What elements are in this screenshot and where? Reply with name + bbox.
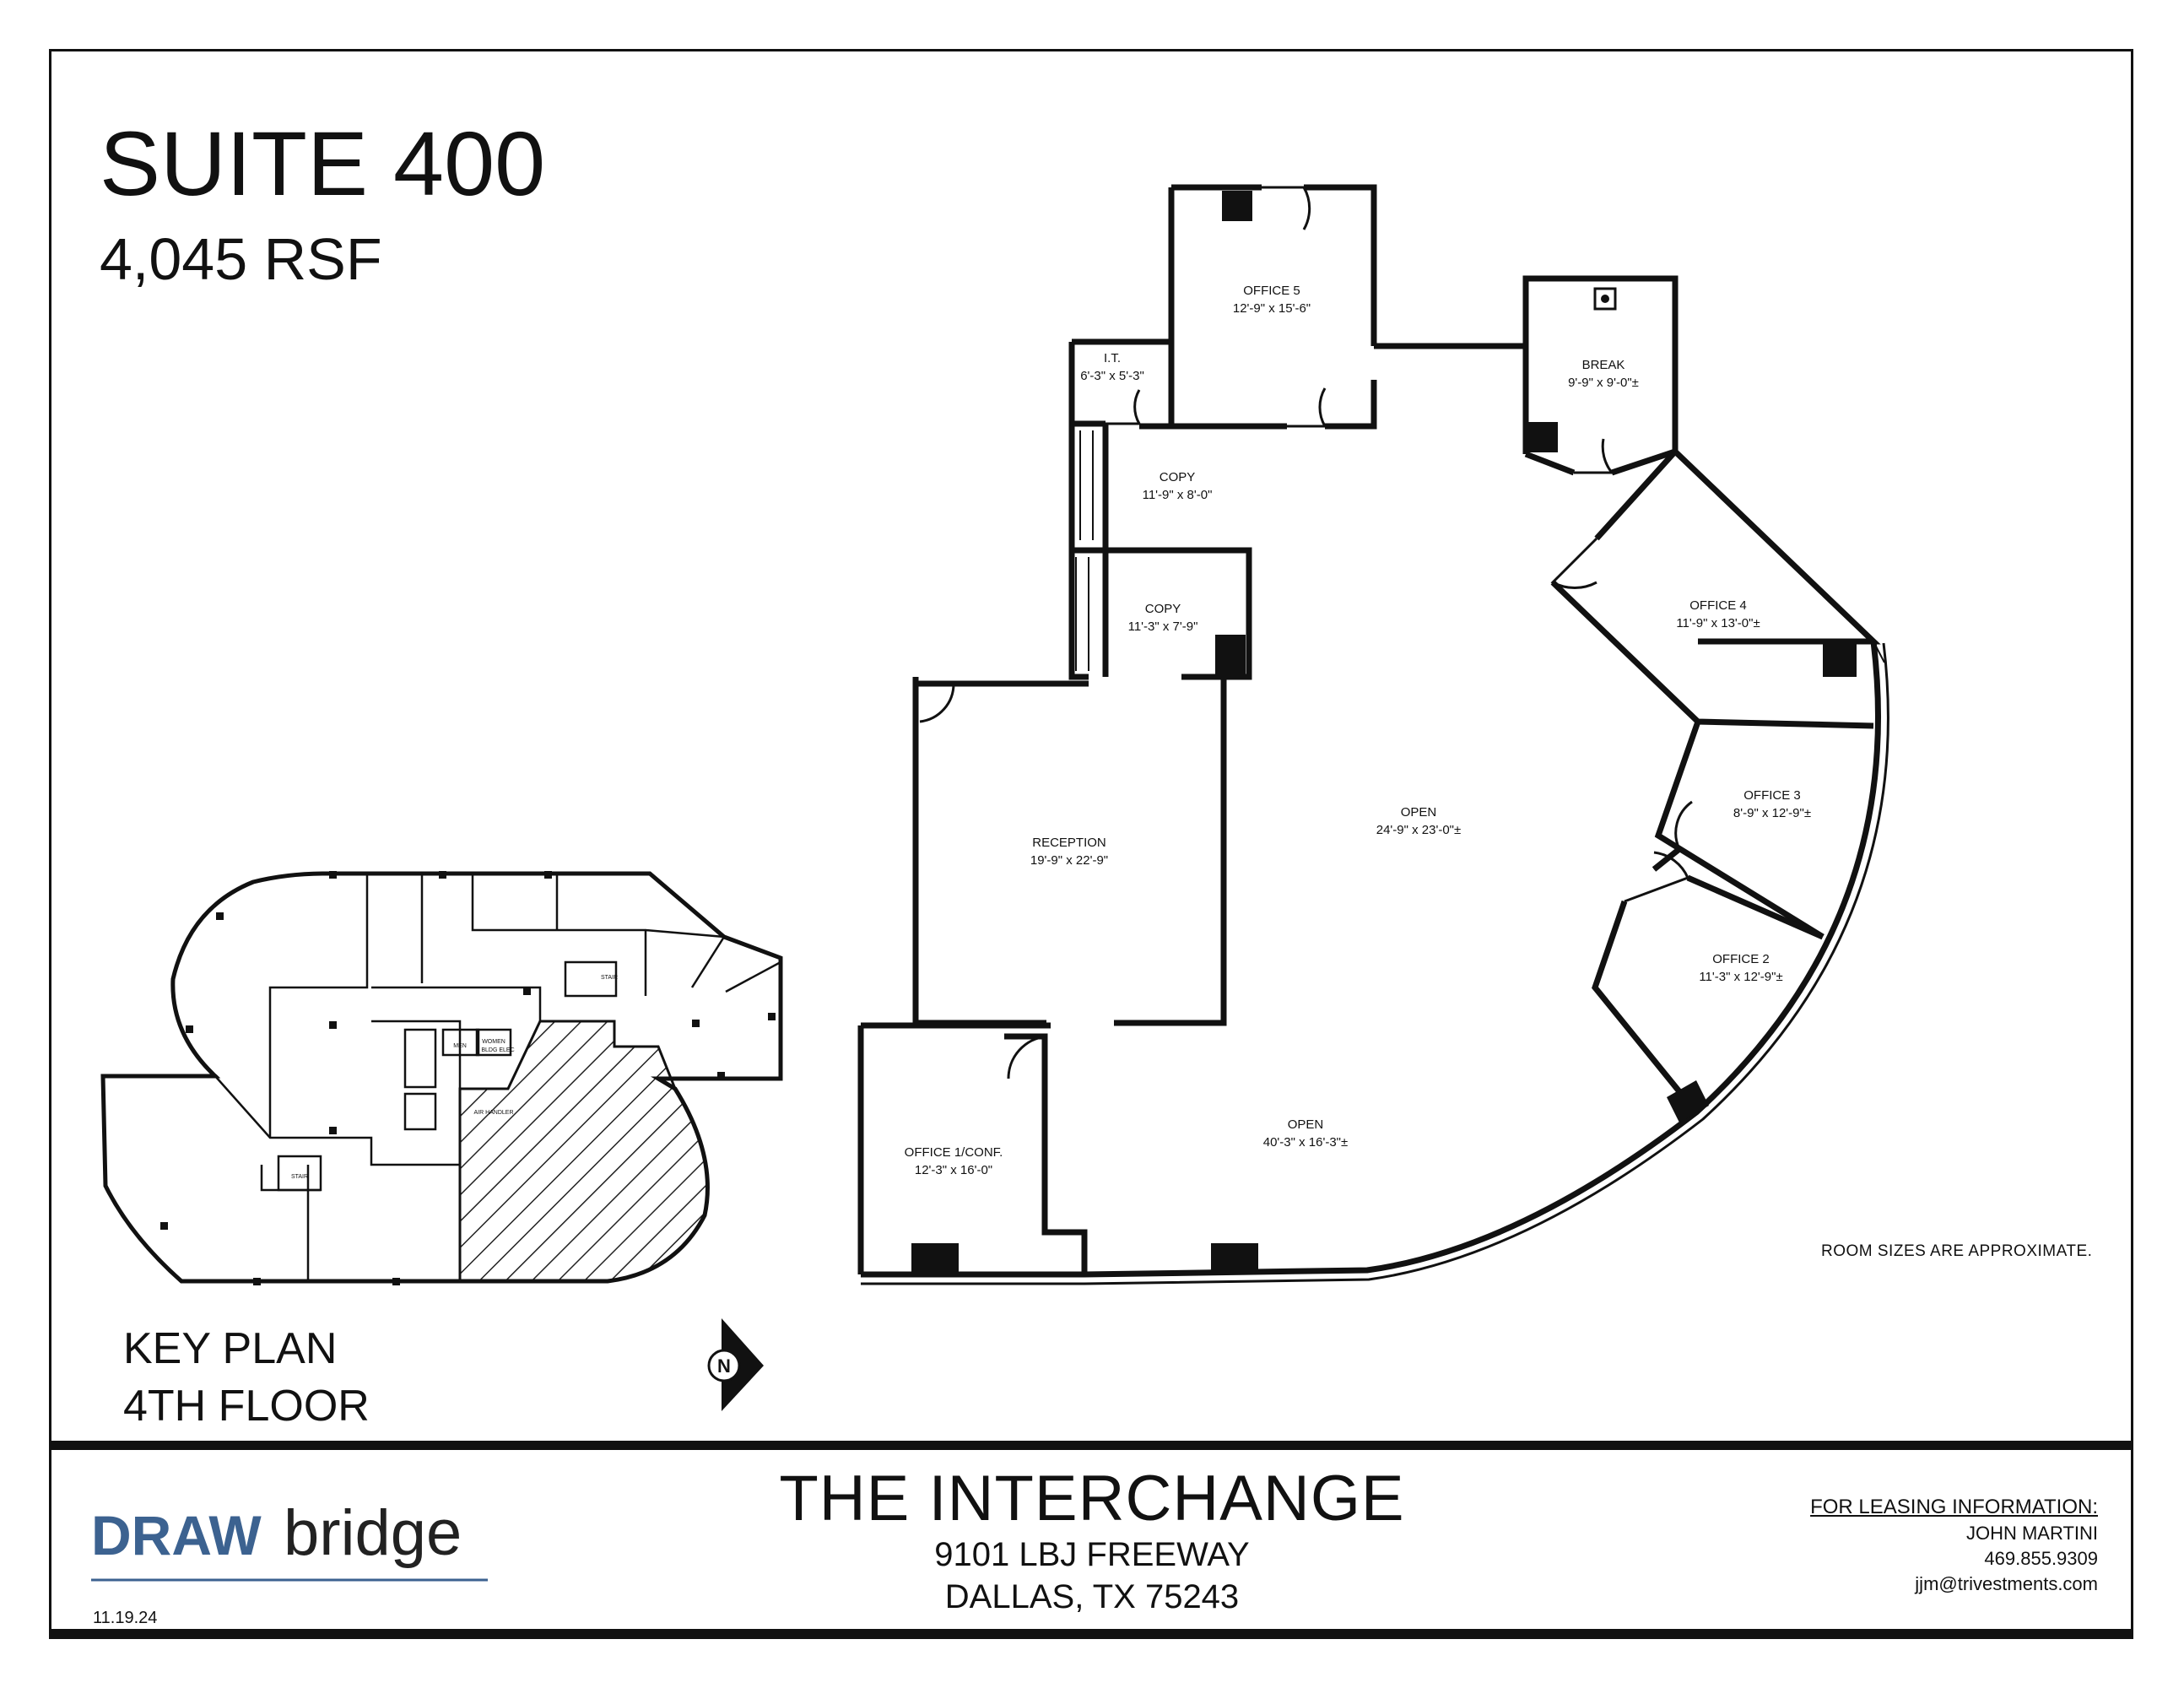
room-size: 12'-9" x 15'-6" [1233,301,1311,316]
suite-title: SUITE 400 [100,112,546,214]
north-arrow-icon: N [707,1318,764,1411]
room-name: OFFICE 3 [1743,788,1801,803]
room-name: BREAK [1582,358,1625,372]
room-name: OFFICE 1/CONF. [905,1145,1003,1160]
key-plan-labels: STAIR STAIR MEN WOMEN BLDG ELEC AIR HAND… [291,975,618,1180]
key-plan-rooms [214,874,781,1281]
room-name: OFFICE 4 [1689,598,1747,613]
building-city: DALLAS, TX 75243 [944,1578,1240,1615]
room-name: OPEN [1401,805,1437,820]
plan-walls [857,184,1881,1274]
key-plan-floor: 4TH FLOOR [123,1382,370,1431]
leasing-contact: JOHN MARTINI [1965,1523,2098,1544]
room-name: RECEPTION [1032,836,1106,850]
air-handler-label: AIR HANDLER [473,1110,513,1116]
men-label: MEN [453,1043,467,1049]
columns [911,191,1857,1274]
leasing-phone[interactable]: 469.855.9309 [1984,1548,2098,1569]
women-label: WOMEN [482,1039,505,1045]
building-name: THE INTERCHANGE [779,1463,1405,1534]
room-name: I.T. [1104,351,1121,365]
key-plan-title: KEY PLAN [123,1324,338,1373]
room-size: 19'-9" x 22'-9" [1030,853,1108,868]
plan-date: 11.19.24 [93,1609,158,1627]
room-size: 11'-3" x 12'-9"± [1699,970,1782,984]
room-size: 12'-3" x 16'-0" [915,1163,992,1177]
room-size: 11'-9" x 13'-0"± [1676,616,1760,630]
room-labels: OFFICE 5 12'-9" x 15'-6" I.T. 6'-3" x 5'… [905,284,1811,1177]
room-name: OFFICE 2 [1712,952,1770,966]
north-label: N [717,1355,731,1377]
room-name: COPY [1145,602,1181,616]
room-size: 24'-9" x 23'-0"± [1376,823,1462,837]
building-street: 9101 LBJ FREEWAY [934,1536,1250,1573]
room-size: 8'-9" x 12'-9"± [1733,806,1811,820]
door-swings [916,186,1693,1079]
title-block-rule [49,1441,2133,1450]
room-size: 40'-3" x 16'-3"± [1263,1135,1349,1150]
key-plan-walls [100,871,783,1284]
break-sink [1593,287,1617,311]
leasing-heading: FOR LEASING INFORMATION: [1810,1496,2098,1518]
bottom-rule [49,1629,2133,1639]
logo-draw: DRAW [91,1504,262,1566]
room-size: 11'-9" x 8'-0" [1143,488,1213,502]
room-name: OFFICE 5 [1243,284,1300,298]
drawbridge-logo: DRAW bridge [91,1497,488,1582]
approximate-note: ROOM SIZES ARE APPROXIMATE. [1821,1242,2093,1260]
room-name: OPEN [1288,1117,1324,1132]
stair-label: STAIR [291,1174,308,1180]
logo-bridge: bridge [284,1497,462,1569]
suite-area: 4,045 RSF [100,226,382,292]
stair-label: STAIR [601,975,618,981]
room-name: COPY [1160,470,1196,484]
bldg-elec-label: BLDG ELEC [481,1047,514,1053]
key-plan-columns [160,871,776,1285]
room-size: 11'-3" x 7'-9" [1128,619,1198,634]
leasing-email[interactable]: jjm@trivestments.com [1915,1573,2098,1594]
room-size: 6'-3" x 5'-3" [1080,369,1144,383]
suite-highlight [458,1020,709,1283]
room-size: 9'-9" x 9'-0"± [1568,376,1639,390]
